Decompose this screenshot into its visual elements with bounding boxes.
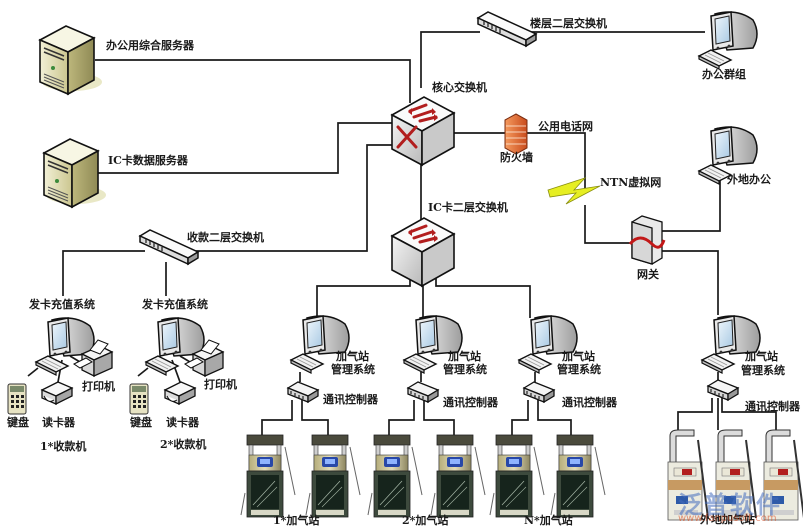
link-ic-server-core	[97, 122, 393, 174]
gas-pump-1a-icon[interactable]	[240, 434, 296, 518]
card-reader-1-icon[interactable]	[41, 381, 73, 405]
label-reader-2: 读卡器	[166, 416, 199, 429]
gateway-icon[interactable]	[628, 215, 666, 265]
gas-pump-1b-icon[interactable]	[305, 434, 361, 518]
label-floor-switch: 楼层二层交换机	[530, 17, 607, 30]
label-printer-1: 打印机	[82, 380, 115, 393]
label-station-n: N*加气站	[524, 514, 573, 527]
office-server-icon[interactable]	[39, 25, 103, 95]
link-gateway-remote-station	[662, 250, 719, 315]
label-reader-1: 读卡器	[42, 416, 75, 429]
label-cashier-2: 2*收款机	[160, 438, 207, 451]
comm-controller-2-icon[interactable]	[407, 381, 439, 403]
label-station-2-mgmt-line2: 管理系统	[443, 363, 487, 376]
link-core-floor-switch	[420, 31, 480, 88]
comm-controller-n-icon[interactable]	[523, 381, 555, 403]
label-cashier-1: 1*收款机	[40, 440, 87, 453]
label-office-group: 办公群组	[702, 68, 746, 81]
label-comm-controller-remote: 通讯控制器	[745, 400, 800, 413]
link-cash-switch-core	[190, 144, 393, 252]
floor-switch-icon[interactable]	[477, 11, 537, 47]
gas-pump-2b-icon[interactable]	[430, 434, 486, 518]
lightning-ntn-icon	[547, 177, 601, 205]
watermark-brand: 泛普软件	[678, 491, 782, 519]
label-station-1-mgmt-line1: 加气站	[336, 350, 369, 363]
label-comm-controller-n: 通讯控制器	[562, 396, 617, 409]
core-switch-icon[interactable]	[392, 97, 454, 165]
label-keypad-1: 键盘	[7, 416, 29, 429]
label-station-2-mgmt-line1: 加气站	[448, 350, 481, 363]
comm-controller-remote-icon[interactable]	[707, 379, 739, 401]
label-remote-mgmt-line1: 加气站	[745, 350, 778, 363]
gas-pump-2a-icon[interactable]	[367, 434, 423, 518]
link-ntn-gateway	[584, 205, 632, 244]
label-pstn: 公用电话网	[538, 120, 593, 133]
gas-pump-na-icon[interactable]	[489, 434, 545, 518]
ic-switch-icon[interactable]	[390, 216, 456, 288]
label-gateway: 网关	[637, 268, 659, 281]
gas-pump-nb-icon[interactable]	[550, 434, 606, 518]
label-cash-switch: 收款二层交换机	[187, 231, 264, 244]
ic-server-icon[interactable]	[43, 138, 107, 208]
label-comm-controller-1: 通讯控制器	[323, 393, 378, 406]
label-printer-2: 打印机	[204, 378, 237, 391]
keypad-2-icon[interactable]	[129, 383, 149, 415]
label-station-1-mgmt-line2: 管理系统	[331, 363, 375, 376]
label-station-n-mgmt-line1: 加气站	[562, 350, 595, 363]
link-gateway-remote-office	[662, 180, 721, 232]
link-office-server-core	[95, 59, 411, 103]
keypad-1-icon[interactable]	[7, 383, 27, 415]
label-core-switch: 核心交换机	[432, 81, 487, 94]
label-keypad-2: 键盘	[130, 416, 152, 429]
firewall-icon[interactable]	[504, 113, 528, 155]
label-card-system-2: 发卡充值系统	[142, 298, 208, 311]
link-ic-switch-stationN	[435, 268, 531, 318]
watermark-url: www.fanpusoft.com	[678, 513, 777, 524]
link-firewall-pstn	[527, 132, 586, 190]
label-office-server: 办公用综合服务器	[106, 39, 194, 52]
label-firewall: 防火墙	[500, 151, 533, 164]
card-reader-2-icon[interactable]	[164, 381, 196, 405]
label-remote-office: 外地办公	[727, 173, 771, 186]
label-ic-server: IC卡数据服务器	[108, 154, 188, 167]
link-cash-card1	[62, 250, 145, 296]
label-card-system-1: 发卡充值系统	[29, 298, 95, 311]
label-station-n-mgmt-line2: 管理系统	[557, 363, 601, 376]
label-station-1: 1*加气站	[273, 514, 320, 527]
label-ic-switch: IC卡二层交换机	[428, 201, 508, 214]
comm-controller-1-icon[interactable]	[287, 381, 319, 403]
label-ntn: NTN虚拟网	[600, 176, 662, 189]
label-remote-mgmt-line2: 管理系统	[741, 364, 785, 377]
link-ic-switch-station1	[316, 268, 411, 318]
office-group-pc-icon[interactable]	[698, 11, 758, 70]
label-station-2: 2*加气站	[402, 514, 449, 527]
label-comm-controller-2: 通讯控制器	[443, 396, 498, 409]
label-remote-station: 外地加气站	[700, 513, 755, 526]
